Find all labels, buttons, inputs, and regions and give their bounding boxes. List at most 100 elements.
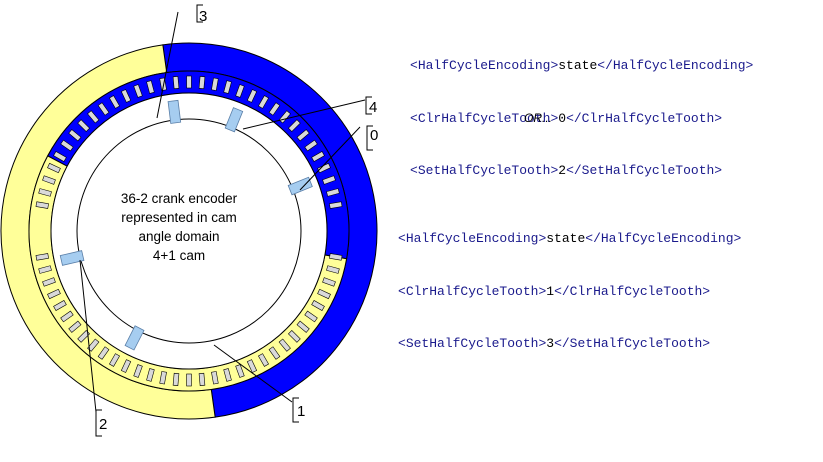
tooth [287, 329, 301, 343]
tooth [146, 80, 155, 94]
tooth [311, 300, 325, 311]
tooth [326, 188, 340, 197]
cam-tooth-mark [59, 250, 85, 266]
tooth [186, 373, 192, 387]
center-label-line-3: angle domain [138, 229, 219, 244]
cam-tooth-mark [124, 325, 145, 351]
callout-label-4: 4 [369, 99, 377, 116]
tooth [38, 188, 52, 197]
tooth [311, 151, 325, 162]
xml-line: <HalfCycleEncoding>state</HalfCycleEncod… [410, 58, 754, 73]
tooth [296, 320, 310, 333]
xml-close-tag: HalfCycleEncoding [612, 58, 746, 73]
xml-line: <HalfCycleEncoding>state</HalfCycleEncod… [398, 231, 742, 246]
tooth [133, 364, 143, 378]
tooth [77, 119, 91, 133]
tooth [97, 346, 110, 360]
tooth [186, 75, 192, 89]
tooth [223, 368, 232, 382]
tooth [304, 310, 318, 323]
cam-tooth-mark [224, 107, 244, 133]
xml-close-tag: SetHalfCycleTooth [569, 336, 703, 351]
tooth [172, 76, 180, 90]
xml-close-tag: ClrHalfCycleTooth [569, 283, 703, 299]
xml-value: state [546, 231, 586, 246]
tooth [211, 77, 219, 91]
tooth [296, 129, 310, 142]
cam-tooth-mark [167, 99, 182, 124]
tooth [172, 372, 180, 386]
tooth [278, 338, 291, 352]
cam-tooth-mark [287, 176, 313, 196]
tooth [97, 102, 110, 116]
tooth [268, 102, 281, 116]
tooth [246, 89, 258, 103]
sensor-marks [59, 99, 313, 351]
center-label-line-2: represented in cam [121, 210, 237, 225]
tooth [133, 84, 143, 98]
or-separator: OR... [524, 111, 553, 125]
xml-line: <ClrHalfCycleTooth>0</ClrHalfCycleTooth> [410, 110, 723, 126]
tooth [87, 110, 100, 124]
tooth [120, 89, 132, 103]
xml-block-2: <HalfCycleEncoding>state</HalfCycleEncod… [398, 195, 741, 388]
xml-close-tag: HalfCycleEncoding [600, 231, 734, 246]
tooth [42, 277, 56, 287]
tooth [329, 201, 343, 209]
tooth [235, 84, 245, 98]
tooth [223, 80, 232, 94]
center-label-line-1: 36-2 crank encoder [121, 191, 238, 206]
xml-value: 0 [558, 110, 567, 126]
xml-value: state [558, 58, 598, 73]
bracket-1 [292, 397, 299, 423]
tooth [268, 346, 281, 360]
tooth [120, 359, 132, 373]
callout-leaders [79, 4, 373, 437]
tooth [329, 253, 343, 261]
tooth [198, 372, 206, 386]
xml-open-tag: ClrHalfCycleTooth [405, 283, 539, 299]
leader-2 [79, 259, 97, 413]
tooth [60, 139, 74, 152]
xml-line: <SetHalfCycleTooth>2</SetHalfCycleTooth> [410, 163, 723, 178]
bracket-0 [366, 125, 373, 151]
tooth [159, 77, 167, 91]
xml-value: 2 [558, 163, 567, 178]
callout-label-1: 1 [297, 403, 305, 420]
tooth [322, 175, 336, 185]
tooth [258, 95, 269, 109]
callout-label-2: 2 [99, 416, 107, 433]
xml-value: 3 [546, 336, 555, 351]
encoder-rings [0, 42, 378, 420]
tooth [68, 320, 82, 333]
tooth-ring [35, 75, 343, 387]
bracket-4 [365, 96, 372, 115]
center-label-line-4: 4+1 cam [153, 248, 205, 263]
xml-open-tag: HalfCycleEncoding [405, 231, 539, 246]
callout-label-3: 3 [199, 8, 207, 25]
tooth [258, 353, 269, 367]
tooth [47, 162, 61, 174]
tooth [60, 310, 74, 323]
tooth [53, 151, 67, 162]
tooth [322, 277, 336, 287]
leader-1 [213, 344, 293, 403]
tooth [42, 175, 56, 185]
tooth [246, 359, 258, 373]
tooth [109, 95, 120, 109]
tooth [109, 353, 120, 367]
tooth [47, 288, 61, 300]
xml-open-tag: SetHalfCycleTooth [405, 336, 539, 351]
bracket-2 [95, 409, 102, 437]
tooth [211, 371, 219, 385]
inner-disc [50, 92, 328, 370]
leader-4 [242, 99, 366, 130]
leader-3 [156, 11, 179, 119]
tooth [35, 253, 49, 261]
bracket-3 [196, 4, 203, 23]
tooth [159, 371, 167, 385]
xml-open-tag: SetHalfCycleTooth [417, 163, 551, 178]
